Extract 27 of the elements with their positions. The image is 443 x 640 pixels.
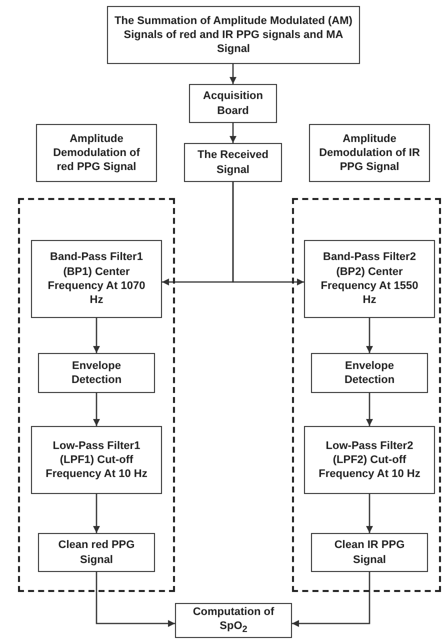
- arrow: [366, 318, 373, 353]
- arrow: [230, 64, 236, 84]
- arrow: [232, 182, 304, 286]
- process-box: Acquisition Board: [189, 84, 277, 123]
- arrow: [93, 393, 100, 426]
- process-box: Clean red PPG Signal: [38, 533, 155, 572]
- arrow: [93, 494, 100, 533]
- process-box: Band-Pass Filter2 (BP2) Center Frequency At 1550 Hz: [304, 240, 435, 318]
- process-box: Low-Pass Filter2 (LPF2) Cut-off Frequency At 10 Hz: [304, 426, 435, 494]
- arrow: [230, 123, 236, 143]
- process-box: Envelope Detection: [38, 353, 155, 393]
- process-box: Clean IR PPG Signal: [311, 533, 428, 572]
- process-box: Band-Pass Filter1 (BP1) Center Frequency At 1070 Hz: [31, 240, 162, 318]
- arrow: [366, 494, 373, 533]
- process-box: Computation of SpO$_{2}$: [175, 603, 292, 638]
- arrow: [93, 318, 100, 353]
- process-box: Amplitude Demodulation of IR PPG Signal: [309, 124, 430, 182]
- process-box: The Received Signal: [184, 143, 282, 182]
- dashed-group-box: [18, 198, 175, 592]
- process-box: Low-Pass Filter1 (LPF1) Cut-off Frequency At 10 Hz: [31, 426, 162, 494]
- arrow: [366, 393, 373, 426]
- dashed-group-box: [292, 198, 441, 592]
- arrow: [96, 572, 175, 627]
- process-box: Envelope Detection: [311, 353, 428, 393]
- arrow: [292, 572, 370, 627]
- process-box: The Summation of Amplitude Modulated (AM) Signals of red and IR PPG signals and MA Signal: [107, 6, 360, 64]
- process-box: Amplitude Demodulation of red PPG Signal: [36, 124, 157, 182]
